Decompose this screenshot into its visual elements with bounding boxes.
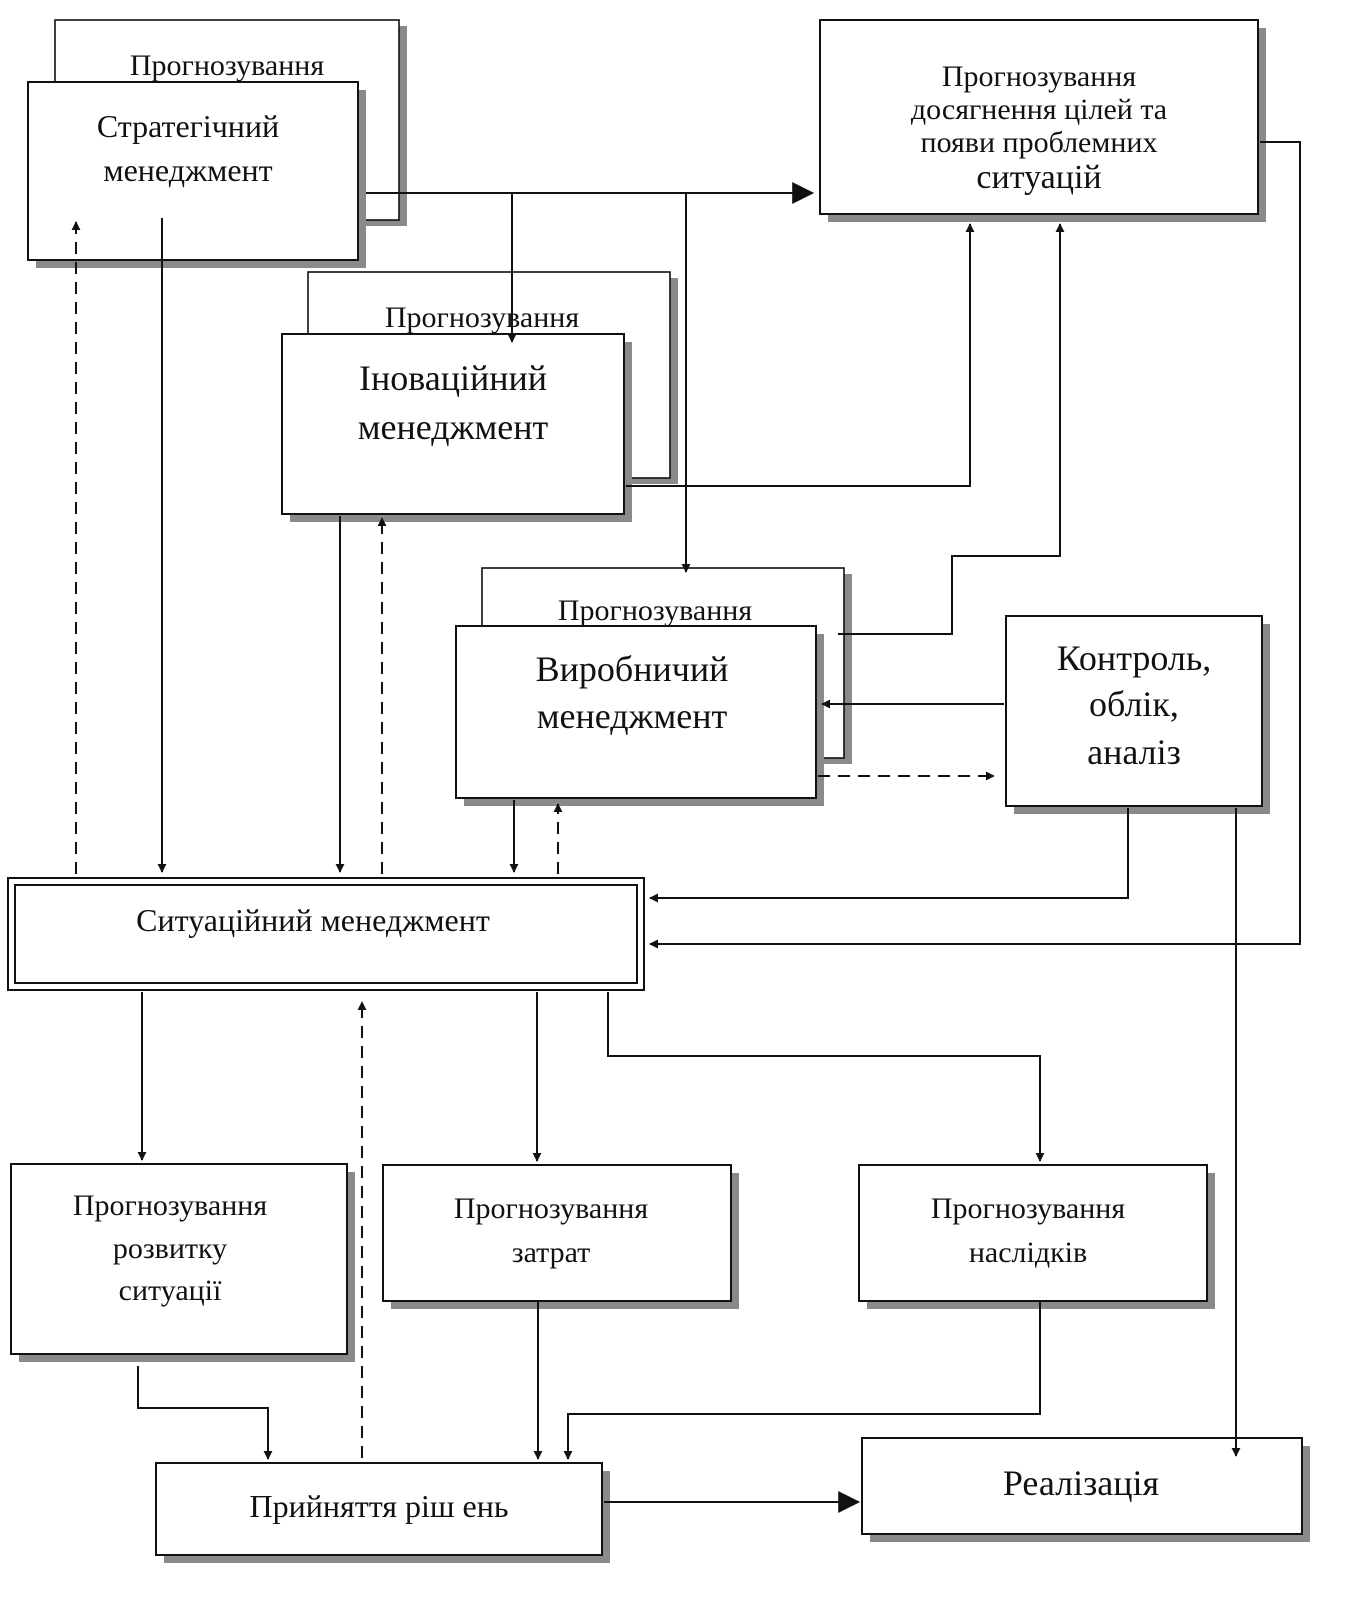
- strategic-forecast-header: Прогнозування: [130, 49, 324, 82]
- arrow-consequences-to-decision: [563, 1302, 1041, 1460]
- goals-line1: Прогнозування: [942, 60, 1136, 93]
- consequences-forecast-node: Прогнозування наслідків: [858, 1164, 1215, 1309]
- goals-forecast-node: Прогнозування досягнення цілей та появи …: [819, 19, 1266, 222]
- cost-line1: Прогнозування: [454, 1192, 648, 1225]
- arrow-situational-to-consequences: [607, 992, 1045, 1162]
- implementation-node: Реалізація: [861, 1437, 1310, 1542]
- goals-line3: появи проблемних: [921, 126, 1158, 159]
- strategic-title-line1: Стратегічний: [97, 108, 279, 144]
- production-title-line1: Виробничий: [536, 649, 729, 689]
- decision-label: Прийняття ріш ень: [250, 1488, 509, 1524]
- situational-label: Ситуаційний менеджмент: [136, 902, 490, 938]
- consequences-line1: Прогнозування: [931, 1192, 1125, 1225]
- connectors: [71, 141, 1301, 1513]
- innovation-title-line2: менеджмент: [358, 407, 549, 447]
- control-line3: аналіз: [1087, 732, 1181, 772]
- arrow-goals-to-situational: [649, 141, 1301, 949]
- control-node: Контроль, облік, аналіз: [1005, 615, 1270, 814]
- production-title-line2: менеджмент: [537, 696, 728, 736]
- cost-line2: затрат: [512, 1236, 591, 1269]
- development-line1: Прогнозування: [73, 1189, 267, 1222]
- control-line2: облік,: [1089, 684, 1179, 724]
- cost-forecast-node: Прогнозування затрат: [382, 1164, 739, 1309]
- development-line2: розвитку: [113, 1232, 227, 1265]
- arrow-innovation-to-goals: [626, 223, 975, 487]
- arrow-development-to-decision: [137, 1366, 273, 1460]
- strategic-title-line2: менеджмент: [103, 152, 272, 188]
- implementation-label: Реалізація: [1003, 1463, 1159, 1503]
- goals-line4: ситуацій: [976, 159, 1101, 196]
- production-forecast-header: Прогнозування: [558, 594, 752, 627]
- production-management-node: Прогнозування Виробничий менеджмент: [455, 567, 852, 806]
- decision-making-node: Прийняття ріш ень: [155, 1462, 610, 1563]
- situational-management-node: Ситуаційний менеджмент: [7, 877, 645, 991]
- goals-line2: досягнення цілей та: [911, 93, 1167, 126]
- strategic-management-node: Прогнозування Стратегічний менеджмент: [27, 19, 407, 268]
- innovation-management-node: Прогнозування Іноваційний менеджмент: [281, 271, 678, 522]
- innovation-forecast-header: Прогнозування: [385, 301, 579, 334]
- arrow-production-to-goals: [838, 223, 1065, 635]
- development-forecast-node: Прогнозування розвитку ситуації: [10, 1163, 355, 1362]
- development-line3: ситуації: [119, 1274, 222, 1307]
- innovation-title-line1: Іноваційний: [359, 358, 547, 398]
- arrow-control-to-situational: [649, 808, 1129, 903]
- consequences-line2: наслідків: [969, 1236, 1087, 1269]
- control-line1: Контроль,: [1057, 638, 1212, 678]
